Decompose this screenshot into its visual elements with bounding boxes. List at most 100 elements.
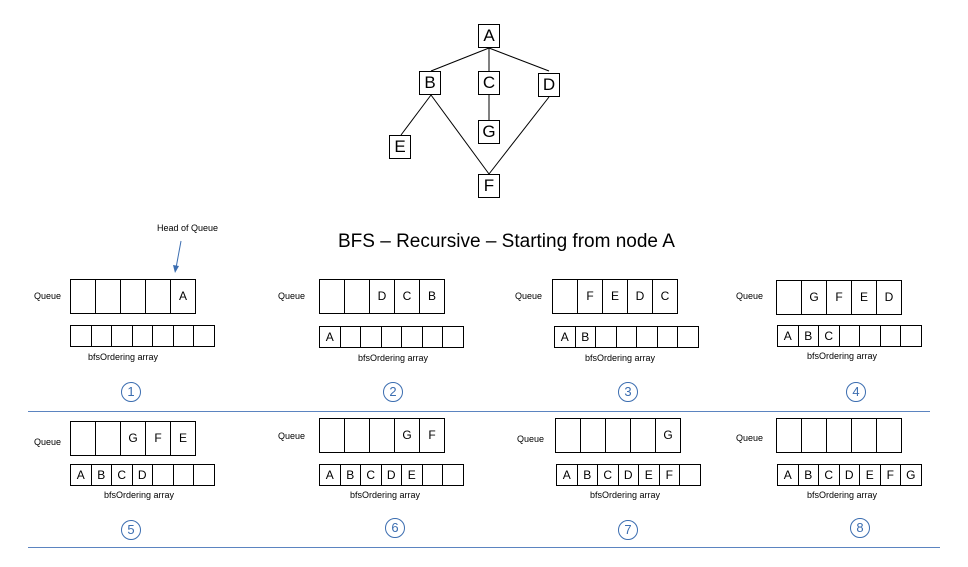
queue-label: Queue (736, 433, 764, 443)
ordering-cell: D (840, 465, 860, 485)
ordering-cell (881, 326, 901, 346)
queue-cell (146, 280, 171, 313)
ordering-cell (174, 465, 194, 485)
ordering-cell (71, 326, 92, 346)
step-number-badge: 5 (121, 520, 141, 540)
queue-cell (631, 419, 656, 452)
ordering-array-step-2: A (319, 326, 464, 348)
ordering-cell (92, 326, 112, 346)
queue-cell (121, 280, 146, 313)
ordering-array-label: bfsOrdering array (350, 490, 421, 500)
queue-cell (777, 281, 802, 314)
ordering-cell (423, 327, 443, 347)
tree-node-b: B (419, 71, 441, 95)
ordering-cell (174, 326, 194, 346)
queue-cell: B (427, 289, 436, 303)
ordering-array-label: bfsOrdering array (104, 490, 175, 500)
ordering-cell (341, 327, 361, 347)
queue-cell (71, 280, 96, 313)
head-of-queue-arrow (173, 240, 182, 273)
ordering-cell: G (906, 468, 916, 482)
step-number-badge: 6 (385, 518, 405, 538)
ordering-cell (901, 326, 921, 346)
queue-label: Queue (34, 291, 62, 301)
queue-cell (827, 419, 852, 452)
ordering-cell: D (619, 465, 639, 485)
queue-cell: C (660, 289, 670, 303)
queue-cell: E (178, 431, 187, 445)
head-of-queue-label: Head of Queue (157, 223, 219, 233)
queue-cell (553, 280, 578, 313)
ordering-cell: A (320, 327, 341, 347)
tree-node-d: D (538, 73, 560, 97)
queue-label: Queue (34, 437, 62, 447)
ordering-cell: B (92, 465, 112, 485)
step-number-badge: 7 (618, 520, 638, 540)
ordering-cell (423, 465, 443, 485)
queue-cell (320, 419, 345, 452)
tree-node-e: E (389, 135, 411, 159)
queue-label: Queue (517, 434, 545, 444)
ordering-array-step-1 (70, 325, 215, 347)
ordering-cell: E (639, 465, 660, 485)
ordering-cell (840, 326, 860, 346)
queue-cell (877, 419, 901, 452)
ordering-array-label: bfsOrdering array (88, 352, 159, 362)
queue-cell: G (802, 281, 827, 314)
step-number-badge: 8 (850, 518, 870, 538)
queue-cell (96, 422, 121, 455)
ordering-cell (133, 326, 153, 346)
queue-cell: F (578, 280, 603, 313)
tree-node-a: A (478, 24, 500, 48)
ordering-cell: B (341, 465, 361, 485)
step-number-badge: 1 (121, 382, 141, 402)
ordering-cell (194, 326, 214, 346)
queue-cell (606, 419, 631, 452)
queue-cell: E (852, 281, 877, 314)
queue-cell (370, 419, 395, 452)
queue-label: Queue (278, 291, 306, 301)
queue-step-8 (776, 418, 902, 453)
ordering-cell: A (320, 465, 341, 485)
queue-cell (556, 419, 581, 452)
queue-cell: F (827, 281, 852, 314)
queue-step-7: G (555, 418, 681, 453)
step-number-badge: 4 (846, 382, 866, 402)
ordering-cell: D (133, 465, 153, 485)
ordering-array-label: bfsOrdering array (358, 353, 429, 363)
queue-cell: G (395, 419, 420, 452)
step-number-badge: 3 (618, 382, 638, 402)
ordering-cell: C (598, 465, 619, 485)
ordering-cell (443, 327, 463, 347)
ordering-cell (637, 327, 658, 347)
ordering-cell: A (778, 465, 799, 485)
ordering-cell (596, 327, 617, 347)
ordering-array-label: bfsOrdering array (585, 353, 656, 363)
queue-cell (71, 422, 96, 455)
ordering-cell (194, 465, 214, 485)
tree-node-g: G (478, 120, 500, 144)
queue-cell (802, 419, 827, 452)
queue-cell (852, 419, 877, 452)
ordering-cell: C (361, 465, 382, 485)
ordering-cell: C (819, 326, 840, 346)
queue-cell (96, 280, 121, 313)
queue-cell: G (663, 428, 673, 442)
ordering-cell (153, 326, 174, 346)
ordering-cell (680, 465, 700, 485)
queue-cell: D (628, 280, 653, 313)
ordering-cell (402, 327, 423, 347)
ordering-array-label: bfsOrdering array (590, 490, 661, 500)
ordering-array-label: bfsOrdering array (807, 490, 878, 500)
ordering-cell: A (555, 327, 576, 347)
tree-node-f: F (478, 174, 500, 198)
queue-label: Queue (515, 291, 543, 301)
queue-cell: E (603, 280, 628, 313)
ordering-cell: E (402, 465, 423, 485)
queue-label: Queue (736, 291, 764, 301)
